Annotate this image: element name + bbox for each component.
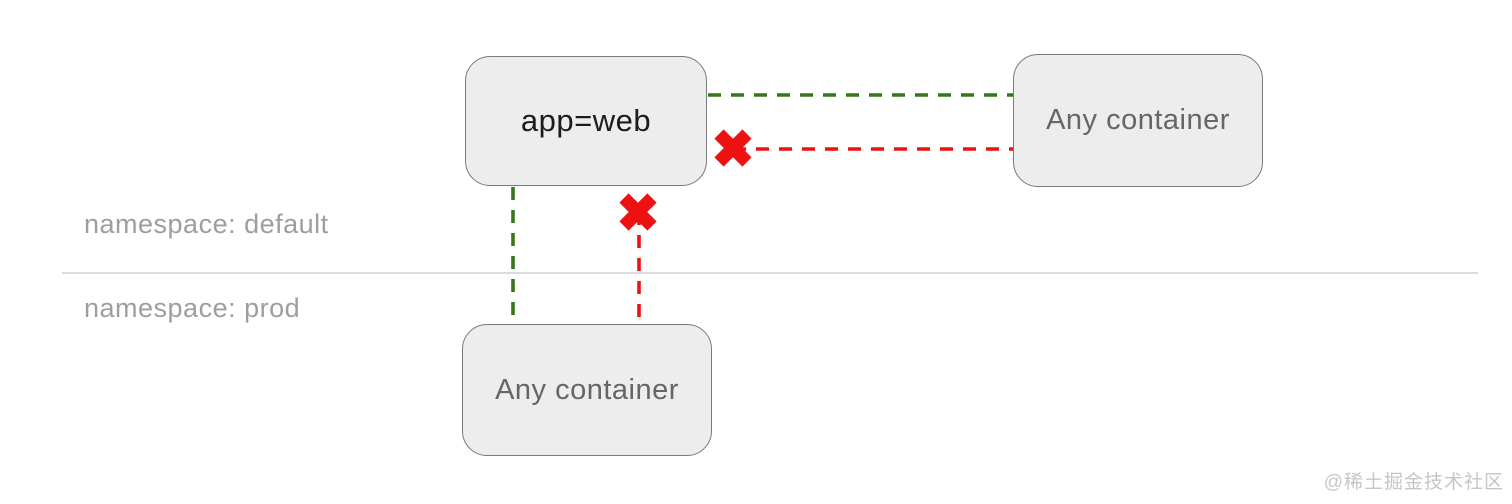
blocked-x-icon [619, 193, 657, 231]
node-app-web-label: app=web [520, 103, 652, 138]
node-any-container-prod: Any container [462, 324, 712, 456]
namespace-label-prod: namespace: prod [84, 293, 301, 323]
node-any-container-default-label: Any container [1046, 104, 1230, 136]
node-any-container-prod-label: Any container [495, 373, 679, 406]
node-any-container-default: Any container [1013, 54, 1263, 187]
watermark: @稀土掘金技术社区 [1323, 472, 1504, 493]
namespace-label-default: namespace: default [84, 209, 329, 239]
blocked-x-icon [714, 129, 752, 167]
node-app-web: app=web [465, 56, 707, 186]
namespace-divider [62, 272, 1478, 274]
